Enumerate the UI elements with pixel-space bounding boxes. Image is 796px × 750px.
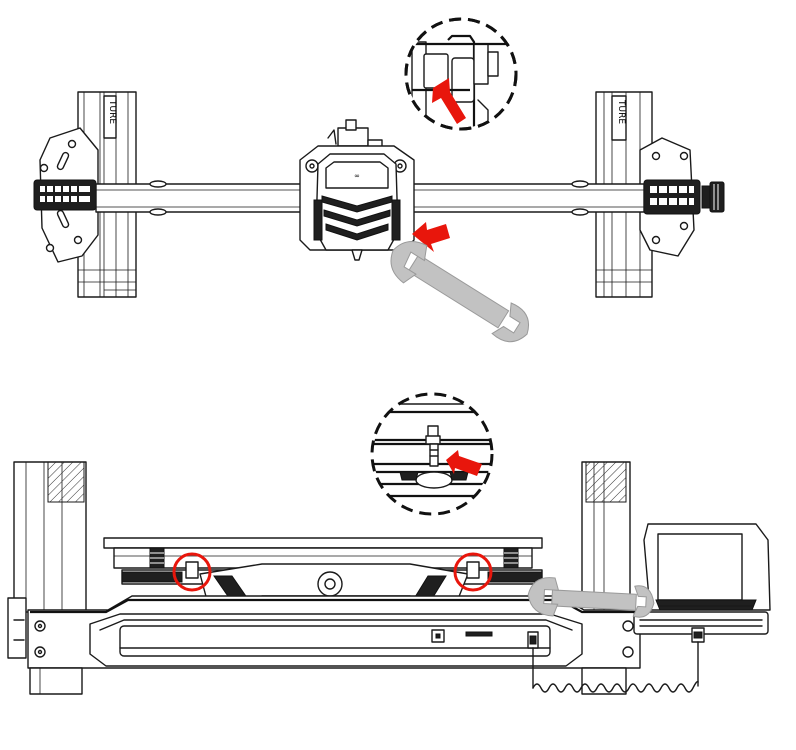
highlight-ring-left [172, 552, 212, 592]
bed-spring-right [503, 547, 519, 569]
bottom-magnifier-callout [370, 392, 494, 516]
printer-base [27, 595, 641, 695]
right-gantry-bracket [639, 137, 725, 257]
print-head-assembly: ∞ [299, 119, 415, 261]
bottom-diagram-base [7, 392, 771, 695]
coiled-cable [532, 641, 699, 693]
top-magnifier-callout [404, 17, 518, 131]
heated-bed [103, 537, 543, 605]
left-frame-lower [13, 461, 87, 613]
left-gantry-bracket [33, 127, 99, 263]
frame-label-left: TURE [107, 99, 117, 124]
arrow-icon [432, 78, 466, 124]
right-frame-lower [581, 461, 631, 613]
top-diagram-gantry: TURE TURE [33, 17, 725, 343]
arrow-icon [412, 222, 450, 252]
wrench-icon [527, 577, 655, 618]
display-screen-unit [633, 523, 771, 643]
arrow-icon [446, 450, 482, 476]
bed-spring-left [149, 547, 165, 569]
highlight-ring-right [453, 552, 493, 592]
wrench-icon [390, 241, 530, 343]
frame-label-right: TURE [616, 99, 626, 124]
print-head-logo: ∞ [354, 172, 360, 180]
